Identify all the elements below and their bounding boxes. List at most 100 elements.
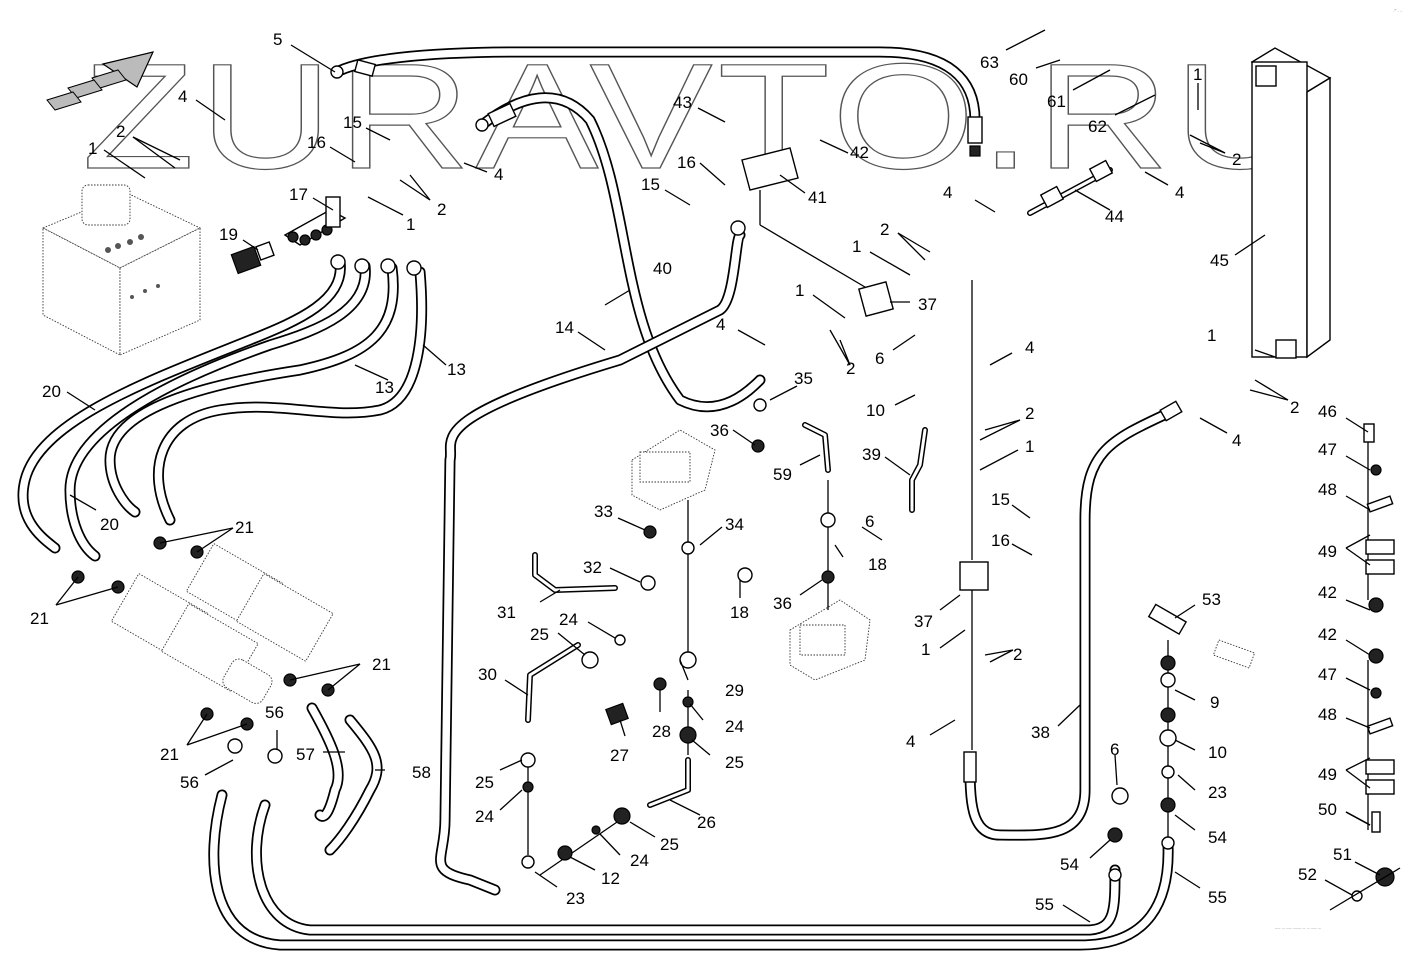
callout-50: 50 xyxy=(1318,800,1337,819)
callout-2: 2 xyxy=(116,122,125,141)
callout-4: 4 xyxy=(1175,183,1184,202)
control-valve-block xyxy=(283,196,347,246)
callout-21: 21 xyxy=(235,518,254,537)
callout-5: 5 xyxy=(273,30,282,49)
connector-19 xyxy=(230,241,275,275)
callout-2: 2 xyxy=(1290,398,1299,417)
callout-2: 2 xyxy=(437,200,446,219)
callout-24: 24 xyxy=(725,717,744,736)
callout-21: 21 xyxy=(372,655,391,674)
callout-56: 56 xyxy=(265,703,284,722)
callout-38: 38 xyxy=(1031,723,1050,742)
callout-4: 4 xyxy=(1232,431,1241,450)
callout-42: 42 xyxy=(850,143,869,162)
callout-15: 15 xyxy=(343,113,362,132)
callout-14: 14 xyxy=(555,318,574,337)
callout-63: 63 xyxy=(980,53,999,72)
callout-37: 37 xyxy=(914,612,933,631)
corner-code-bottom: ‒‒ ‒ ‒‒ ‒‒‒ ‒ ‒ ‒‒ ‒ xyxy=(1275,926,1321,932)
callout-2: 2 xyxy=(1232,150,1241,169)
callout-1: 1 xyxy=(1025,437,1034,456)
callout-62: 62 xyxy=(1088,117,1107,136)
callout-12: 12 xyxy=(601,869,620,888)
callout-4: 4 xyxy=(494,165,503,184)
callout-4: 4 xyxy=(716,315,725,334)
callout-30: 30 xyxy=(478,665,497,684)
callout-1: 1 xyxy=(88,139,97,158)
callout-4: 4 xyxy=(178,87,187,106)
callout-1: 1 xyxy=(1193,65,1202,84)
corner-code-top: ·‴ ··· xyxy=(1393,9,1403,15)
fittings-right xyxy=(1107,603,1256,882)
callout-49: 49 xyxy=(1318,765,1337,784)
callout-58: 58 xyxy=(412,763,431,782)
callout-57: 57 xyxy=(296,745,315,764)
callout-25: 25 xyxy=(530,625,549,644)
cylinder-group-left xyxy=(110,543,334,704)
callout-24: 24 xyxy=(630,851,649,870)
callout-48: 48 xyxy=(1318,705,1337,724)
callout-1: 1 xyxy=(406,215,415,234)
callout-36: 36 xyxy=(773,594,792,613)
callout-15: 15 xyxy=(641,175,660,194)
callout-45: 45 xyxy=(1210,251,1229,270)
callout-33: 33 xyxy=(594,502,613,521)
callout-49: 49 xyxy=(1318,542,1337,561)
callout-24: 24 xyxy=(475,807,494,826)
callout-6: 6 xyxy=(865,512,874,531)
callout-16: 16 xyxy=(677,153,696,172)
callout-13: 13 xyxy=(375,378,394,397)
hydraulic-pump-lower xyxy=(789,599,871,681)
hydraulic-tank xyxy=(41,184,202,356)
callout-44: 44 xyxy=(1105,207,1124,226)
callout-10: 10 xyxy=(866,401,885,420)
callout-42: 42 xyxy=(1318,625,1337,644)
callout-20: 20 xyxy=(100,515,119,534)
callout-47: 47 xyxy=(1318,665,1337,684)
callout-1: 1 xyxy=(795,281,804,300)
callout-24: 24 xyxy=(559,610,578,629)
callout-28: 28 xyxy=(652,722,671,741)
callout-37: 37 xyxy=(918,295,937,314)
hydraulic-pump-upper xyxy=(631,429,716,511)
callout-21: 21 xyxy=(30,609,49,628)
callout-55: 55 xyxy=(1208,888,1227,907)
callout-51: 51 xyxy=(1333,845,1352,864)
callout-36: 36 xyxy=(710,421,729,440)
callout-2: 2 xyxy=(880,220,889,239)
callout-61: 61 xyxy=(1047,92,1066,111)
callout-25: 25 xyxy=(660,835,679,854)
callout-16: 16 xyxy=(991,531,1010,550)
callout-labels: 1 2 4 5 15 16 4 2 1 17 19 43 42 16 15 41… xyxy=(30,30,1352,914)
callout-23: 23 xyxy=(566,889,585,908)
valve-block-37-lower xyxy=(959,561,989,591)
callout-2: 2 xyxy=(1025,404,1034,423)
callout-41: 41 xyxy=(808,188,827,207)
callout-2: 2 xyxy=(1013,645,1022,664)
callout-20: 20 xyxy=(42,382,61,401)
callout-6: 6 xyxy=(1110,740,1119,759)
callout-60: 60 xyxy=(1009,70,1028,89)
callout-40: 40 xyxy=(653,259,672,278)
callout-35: 35 xyxy=(794,369,813,388)
callout-18: 18 xyxy=(868,555,887,574)
callout-39: 39 xyxy=(862,445,881,464)
callout-1: 1 xyxy=(852,237,861,256)
leader-lines xyxy=(55,29,1381,923)
callout-25: 25 xyxy=(475,773,494,792)
callout-29: 29 xyxy=(725,681,744,700)
callout-53: 53 xyxy=(1202,590,1221,609)
callout-23: 23 xyxy=(1208,783,1227,802)
callout-2: 2 xyxy=(846,359,855,378)
callout-54: 54 xyxy=(1208,828,1227,847)
callout-17: 17 xyxy=(289,185,308,204)
callout-56: 56 xyxy=(180,773,199,792)
center-fittings xyxy=(520,398,836,869)
callout-15: 15 xyxy=(991,490,1010,509)
callout-47: 47 xyxy=(1318,440,1337,459)
callout-1: 1 xyxy=(1207,326,1216,345)
bracket-41 xyxy=(741,147,799,191)
callout-27: 27 xyxy=(610,746,629,765)
callout-6: 6 xyxy=(875,349,884,368)
